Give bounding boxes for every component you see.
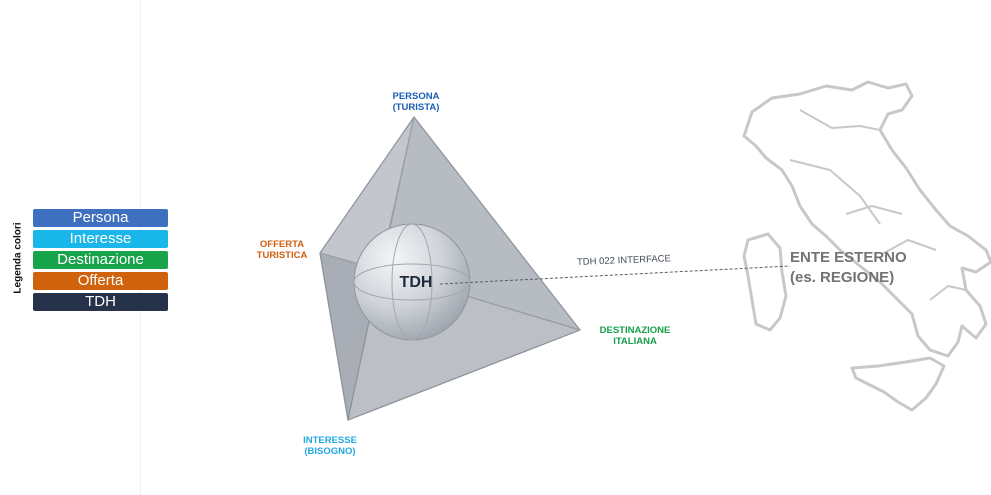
legend-item-persona: Persona [33, 209, 168, 227]
interesse-line2: (BISOGNO) [304, 446, 356, 457]
vertex-label-offerta: OFFERTA TURISTICA [242, 239, 322, 261]
legend-item-tdh: TDH [33, 293, 168, 311]
tdh-sphere [353, 223, 471, 341]
tdh-center-label: TDH [399, 274, 433, 291]
legend-item-offerta: Offerta [33, 272, 168, 290]
interesse-line1: INTERESSE [303, 435, 357, 446]
interface-line [439, 265, 791, 285]
destinazione-line1: DESTINAZIONE [599, 325, 671, 336]
external-entity-line1: ENTE ESTERNO [790, 249, 907, 266]
destinazione-line2: ITALIANA [613, 336, 657, 347]
offerta-line2: TURISTICA [256, 250, 308, 261]
persona-line2: (TURISTA) [392, 102, 440, 113]
vertex-label-destinazione: DESTINAZIONE ITALIANA [580, 325, 690, 347]
vertex-label-persona: PERSONA (TURISTA) [376, 91, 456, 113]
external-entity-line2: (es. REGIONE) [790, 269, 895, 286]
legend-item-interesse: Interesse [33, 230, 168, 248]
legend-item-destinazione: Destinazione [33, 251, 168, 269]
persona-line1: PERSONA [392, 91, 440, 102]
offerta-line1: OFFERTA [259, 239, 305, 250]
vertex-label-interesse: INTERESSE (BISOGNO) [288, 435, 372, 457]
external-entity-label: ENTE ESTERNO (es. REGIONE) [790, 248, 930, 288]
italy-map [742, 80, 991, 412]
